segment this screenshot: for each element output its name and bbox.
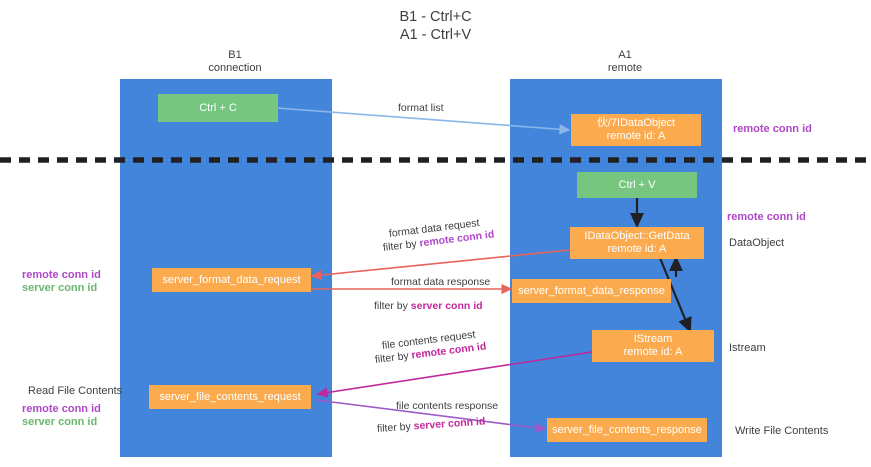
node-server-file-contents-response[interactable]: server_file_contents_response xyxy=(547,418,707,442)
node-server-file-contents-request-label: server_file_contents_request xyxy=(159,390,301,403)
filter-prefix: filter by xyxy=(382,237,421,254)
filter-key-server-conn-id: server conn id xyxy=(413,415,486,433)
node-ctrl-v-label: Ctrl + V xyxy=(618,178,656,191)
label-remote-conn-id-mid: remote conn id xyxy=(727,211,806,223)
node-remote-dataobject-line1: 伙/7IDataObject xyxy=(596,117,676,129)
edge-label-format-data-response: format data response xyxy=(391,276,491,288)
label-istream: Istream xyxy=(729,342,766,354)
node-getdata[interactable]: IDataObject::GetData remote id: A xyxy=(570,227,704,259)
node-server-format-data-response-label: server_format_data_response xyxy=(518,284,665,297)
column-header-b1-role: connection xyxy=(208,62,262,74)
edge-label-file-contents-response-filter: filter by server conn id xyxy=(377,414,486,436)
label-read-file-contents: Read File Contents xyxy=(28,385,123,397)
node-ctrl-c[interactable]: Ctrl + C xyxy=(158,94,278,122)
label-dataobject: DataObject xyxy=(729,237,785,249)
node-istream-line2: remote id: A xyxy=(623,346,683,358)
filter-key-server-conn-id: server conn id xyxy=(410,300,483,312)
label-write-file-contents: Write File Contents xyxy=(735,425,829,437)
column-header-a1-name: A1 xyxy=(618,49,632,61)
label-remote-conn-id-left-bottom: remote conn id xyxy=(22,403,101,415)
node-remote-dataobject-line2: remote id: A xyxy=(606,130,666,142)
node-istream[interactable]: IStream remote id: A xyxy=(592,330,714,362)
node-ctrl-c-label: Ctrl + C xyxy=(199,101,237,114)
node-getdata-line1: IDataObject::GetData xyxy=(584,230,690,242)
node-remote-dataobject[interactable]: 伙/7IDataObject remote id: A xyxy=(571,114,701,146)
label-server-conn-id-left-bottom: server conn id xyxy=(22,416,98,428)
title-line-2: A1 - Ctrl+V xyxy=(399,27,472,43)
label-remote-conn-id-left-mid: remote conn id xyxy=(22,269,101,281)
column-header-a1-role: remote xyxy=(607,62,643,74)
page-title: B1 - Ctrl+C A1 - Ctrl+V xyxy=(0,8,871,44)
node-server-file-contents-response-label: server_file_contents_response xyxy=(552,423,702,436)
edge-label-format-list: format list xyxy=(398,102,444,114)
node-server-format-data-response[interactable]: server_format_data_response xyxy=(512,279,671,303)
edge-label-format-data-response-filter: filter by server conn id xyxy=(374,299,483,313)
node-istream-line1: IStream xyxy=(633,333,673,345)
node-server-file-contents-request[interactable]: server_file_contents_request xyxy=(149,385,311,409)
node-server-format-data-request[interactable]: server_format_data_request xyxy=(152,268,311,292)
node-getdata-line2: remote id: A xyxy=(607,243,667,255)
title-line-1: B1 - Ctrl+C xyxy=(399,9,472,25)
column-header-b1-name: B1 xyxy=(228,49,242,61)
column-header-b1: B1 connection xyxy=(120,49,350,75)
node-server-format-data-request-label: server_format_data_request xyxy=(162,273,301,286)
column-header-a1: A1 remote xyxy=(510,49,740,75)
label-server-conn-id-left-mid: server conn id xyxy=(22,282,98,294)
label-remote-conn-id-top: remote conn id xyxy=(733,123,812,135)
filter-prefix: filter by xyxy=(374,300,411,312)
filter-prefix: filter by xyxy=(376,420,415,435)
filter-prefix: filter by xyxy=(374,349,413,366)
phase-divider xyxy=(0,157,871,163)
node-ctrl-v[interactable]: Ctrl + V xyxy=(577,172,697,198)
edge-label-file-contents-response: file contents response xyxy=(396,400,499,412)
